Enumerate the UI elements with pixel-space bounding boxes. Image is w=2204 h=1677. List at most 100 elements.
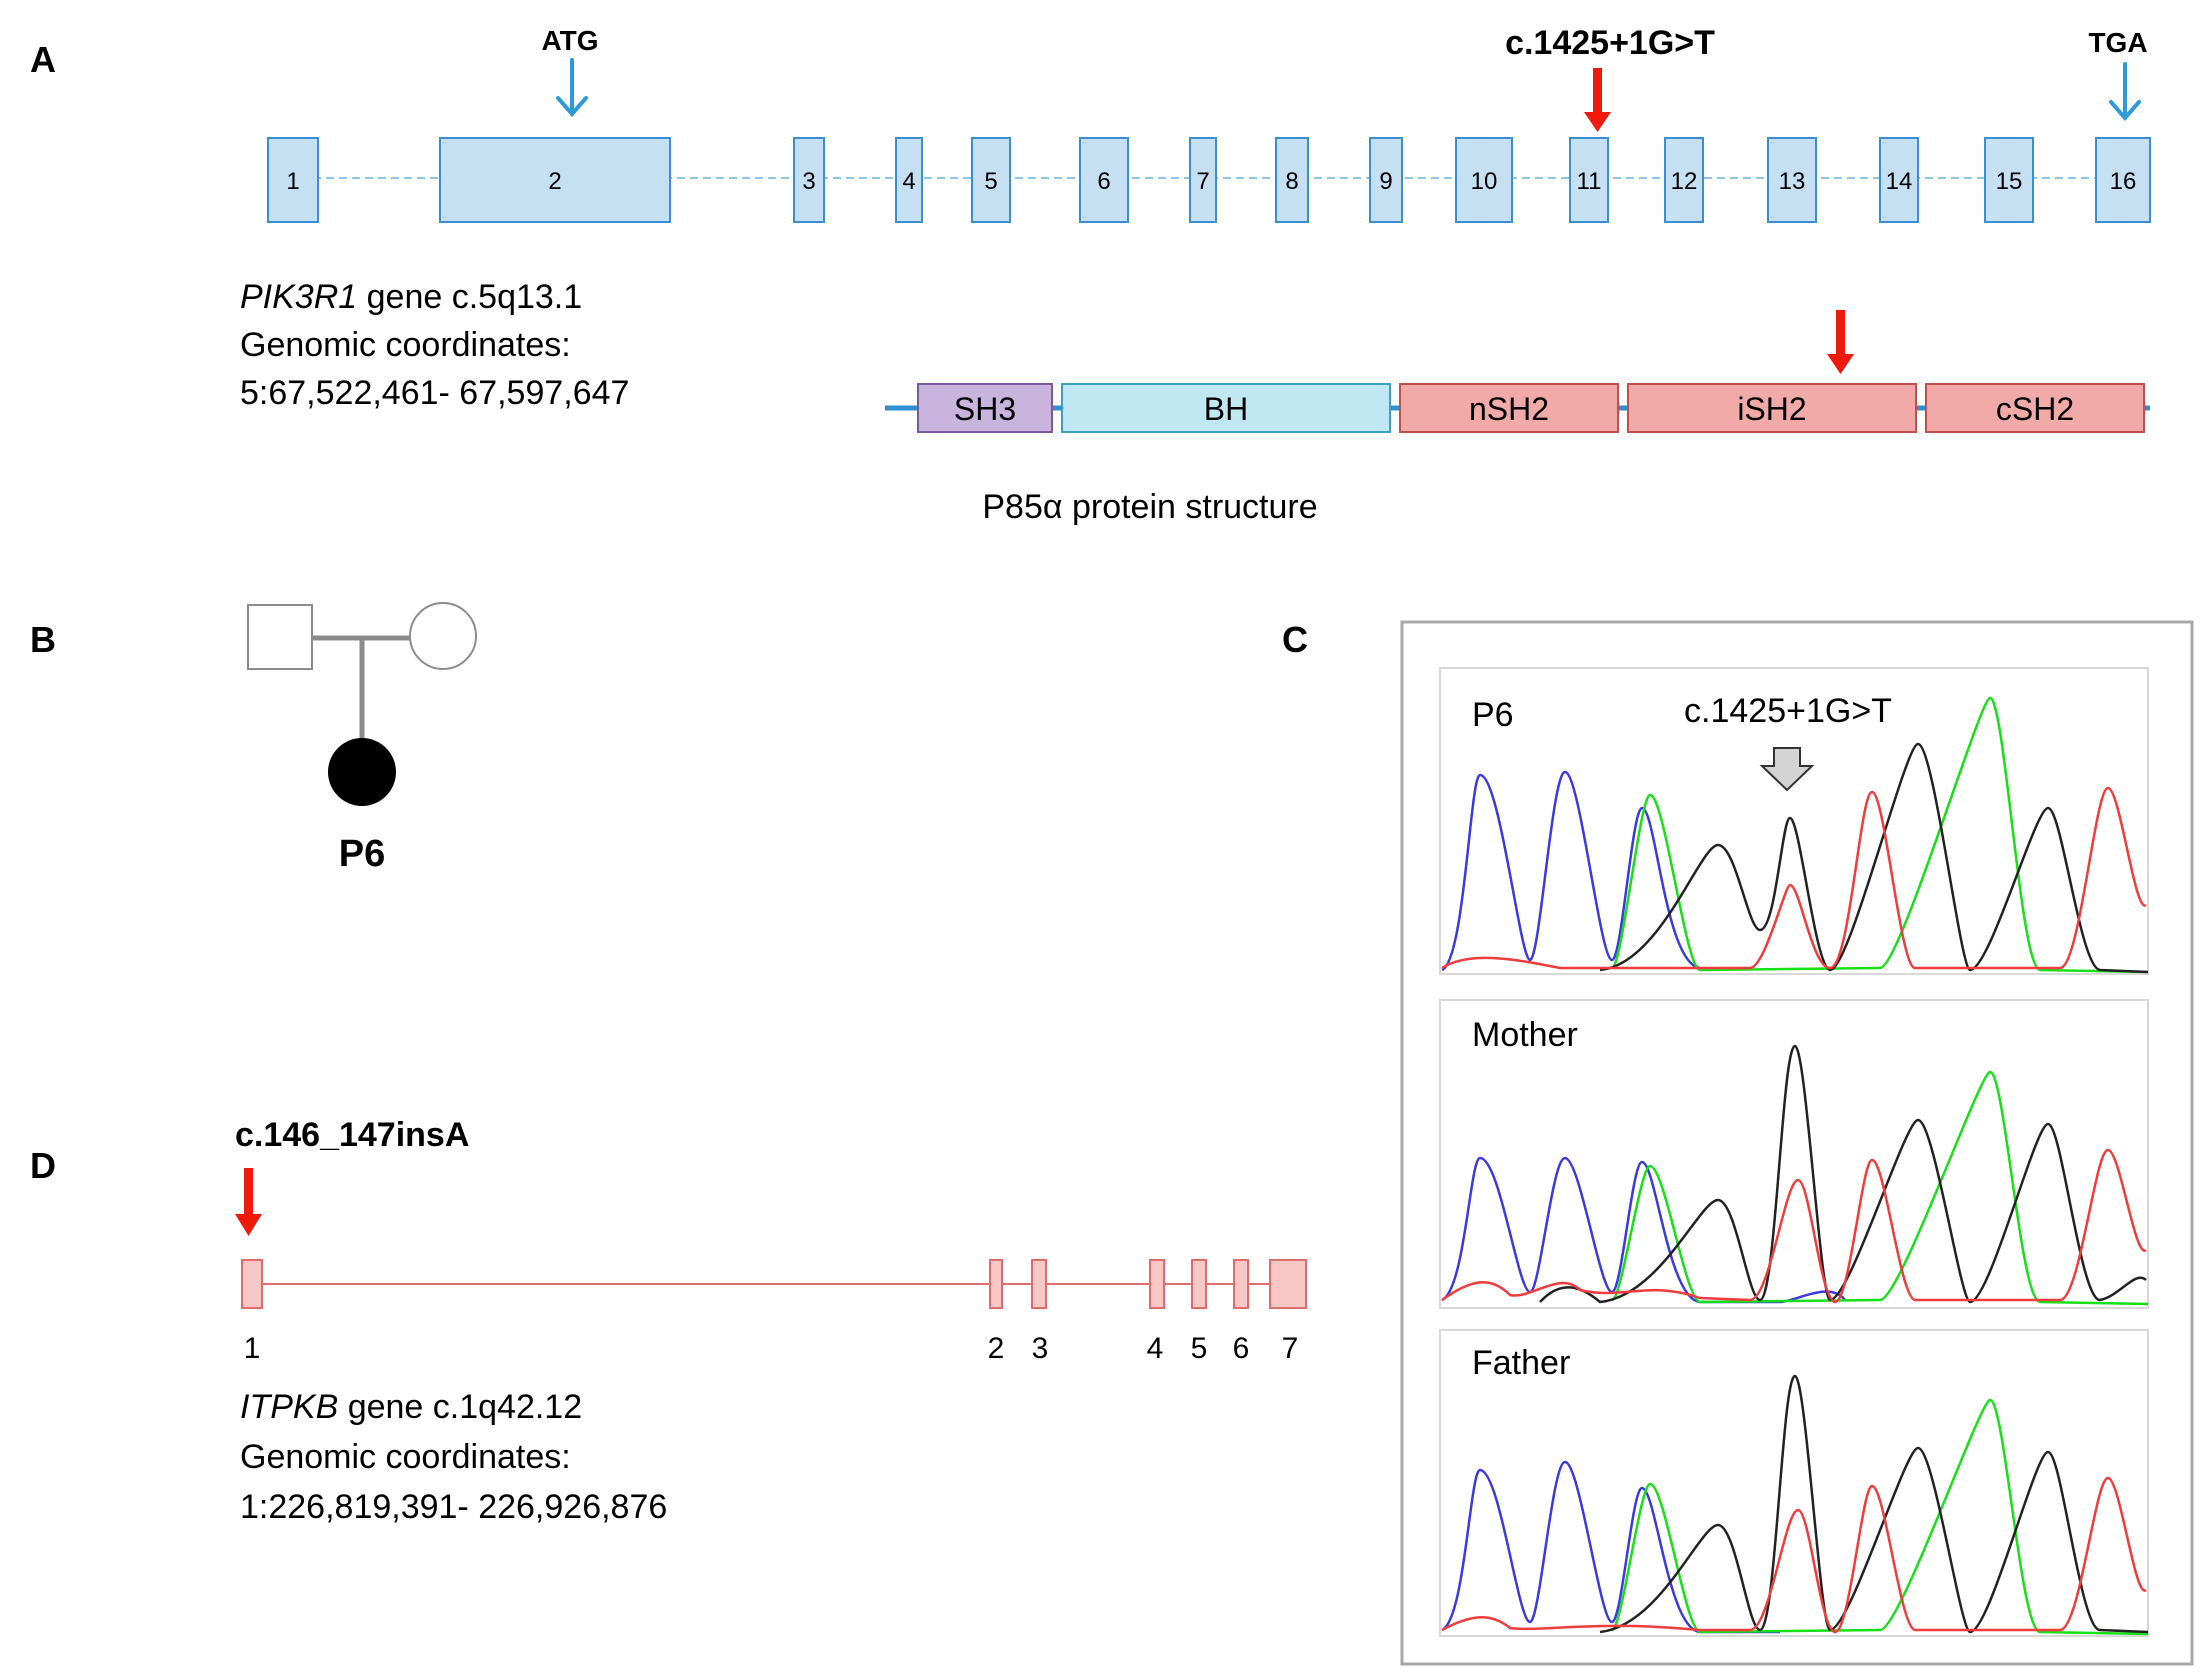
pedigree-proband-circle <box>328 738 396 806</box>
trace-label-p6: P6 <box>1472 696 1514 734</box>
pedigree-mother-circle <box>409 602 477 670</box>
exon-14-label: 14 <box>1886 168 1913 195</box>
trace-curves-p6 <box>1441 696 2149 974</box>
trace-curves-mother <box>1441 1044 2149 1306</box>
itpkb-exon-3-label: 3 <box>1032 1332 1049 1365</box>
pik3r1-mutation-arrow-icon <box>1584 68 1611 132</box>
itpkb-exon-4-box <box>1149 1259 1165 1309</box>
exon-1-box <box>267 137 319 223</box>
trace-box-mother <box>1439 999 2149 1309</box>
trace-panel-mother: Mother <box>1439 999 2149 1309</box>
trace-label-mother: Mother <box>1472 1016 1578 1054</box>
protein-mutation-arrow-icon <box>1827 310 1854 374</box>
trace-curves-father <box>1441 1374 2149 1636</box>
exon-15-box <box>1984 137 2034 223</box>
pik3r1-gene-name: PIK3R1 <box>240 278 357 316</box>
trace-box-p6 <box>1439 667 2149 975</box>
itpkb-exon-2-label: 2 <box>988 1332 1005 1365</box>
itpkb-mutation-label: c.146_147insA <box>235 1116 469 1154</box>
exon-3-box <box>793 137 825 223</box>
domain-nsh2-label: nSH2 <box>1469 391 1549 427</box>
exon-11-label: 11 <box>1577 168 1602 195</box>
itpkb-exon-labels: 1 2 3 4 5 6 7 <box>244 1332 1299 1365</box>
itpkb-exon-1-label: 1 <box>244 1332 261 1365</box>
exon-14-box <box>1879 137 1919 223</box>
itpkb-gene-caption: ITPKB gene c.1q42.12 <box>240 1388 582 1426</box>
exon-3-label: 3 <box>802 168 815 195</box>
itpkb-exons <box>241 1259 1307 1309</box>
domain-csh2-label: cSH2 <box>1996 391 2074 427</box>
trace-label-father: Father <box>1472 1344 1570 1382</box>
protein-caption-prefix: P85 <box>982 488 1043 526</box>
itpkb-exon-5-label: 5 <box>1191 1332 1208 1365</box>
itpkb-exon-1-box <box>241 1259 263 1309</box>
exon-7-box <box>1189 137 1217 223</box>
itpkb-exon-7-box <box>1269 1259 1307 1309</box>
exon-9-label: 9 <box>1379 168 1392 195</box>
exon-13-label: 13 <box>1779 168 1806 195</box>
pik3r1-mutation-label: c.1425+1G>T <box>1505 24 1715 62</box>
exon-4-label: 4 <box>902 168 915 195</box>
protein-domains: SH3 BH nSH2 iSH2 cSH2 <box>917 383 2145 433</box>
exon-8-box <box>1275 137 1309 223</box>
exon-16-label: 16 <box>2110 168 2137 195</box>
exon-16-box <box>2095 137 2151 223</box>
tga-label: TGA <box>2088 27 2147 58</box>
trace-box-father <box>1439 1329 2149 1637</box>
itpkb-gene-name: ITPKB <box>240 1388 338 1426</box>
itpkb-exon-5-box <box>1191 1259 1207 1309</box>
exon-10-box <box>1455 137 1513 223</box>
protein-caption: P85α protein structure <box>982 488 1317 526</box>
exon-12-box <box>1664 137 1704 223</box>
exon-7-label: 7 <box>1196 168 1209 195</box>
exon-10-label: 10 <box>1471 168 1498 195</box>
panel-label-b: B <box>30 619 56 660</box>
trace-mutation-arrow-icon <box>1759 747 1815 792</box>
domain-ish2-label: iSH2 <box>1737 391 1806 427</box>
domain-sh3-box <box>917 383 1053 433</box>
pik3r1-coords-label: Genomic coordinates: <box>240 326 571 364</box>
itpkb-mutation-arrow-icon <box>235 1168 262 1236</box>
exon-11-box <box>1569 137 1609 223</box>
trace-panel-father: Father <box>1439 1329 2149 1637</box>
domain-ish2-box <box>1627 383 1917 433</box>
exon-9-box <box>1369 137 1403 223</box>
pik3r1-coords-value: 5:67,522,461- 67,597,647 <box>240 374 629 412</box>
itpkb-exon-6-box <box>1233 1259 1249 1309</box>
domain-csh2-box <box>1925 383 2145 433</box>
domain-bh-label: BH <box>1204 391 1248 427</box>
exon-2-label: 2 <box>548 168 561 195</box>
pik3r1-exons: 1 2 3 4 5 6 7 8 9 10 11 12 13 14 15 16 <box>267 137 2151 223</box>
exon-15-label: 15 <box>1996 168 2023 195</box>
exon-4-box <box>895 137 923 223</box>
trace-mutation-label: c.1425+1G>T <box>1684 692 1892 730</box>
trace-panel-p6: P6 c.1425+1G>T <box>1439 667 2149 975</box>
exon-1-label: 1 <box>286 168 299 195</box>
exon-13-box <box>1767 137 1817 223</box>
pedigree-proband-label: P6 <box>339 833 385 875</box>
domain-sh3-label: SH3 <box>954 391 1016 427</box>
exon-12-label: 12 <box>1671 168 1698 195</box>
protein-caption-greek: α <box>1043 488 1063 526</box>
protein-caption-suffix: protein structure <box>1063 488 1318 526</box>
pik3r1-gene-suffix: gene c.5q13.1 <box>357 278 582 316</box>
itpkb-exon-4-label: 4 <box>1147 1332 1164 1365</box>
exon-2-box <box>439 137 671 223</box>
panel-label-d: D <box>30 1145 56 1186</box>
atg-label: ATG <box>541 25 598 56</box>
panel-label-c: C <box>1282 619 1308 660</box>
itpkb-exon-2-box <box>989 1259 1003 1309</box>
tga-arrow-icon <box>2109 62 2141 122</box>
itpkb-exon-7-label: 7 <box>1282 1332 1299 1365</box>
domain-bh-box <box>1061 383 1391 433</box>
itpkb-coords-label: Genomic coordinates: <box>240 1438 571 1476</box>
exon-6-label: 6 <box>1097 168 1110 195</box>
pik3r1-gene-caption: PIK3R1 gene c.5q13.1 <box>240 278 582 316</box>
domain-nsh2-box <box>1399 383 1619 433</box>
itpkb-exon-3-box <box>1031 1259 1047 1309</box>
pedigree-father-square <box>247 604 313 670</box>
itpkb-coords-value: 1:226,819,391- 226,926,876 <box>240 1488 667 1526</box>
panel-label-a: A <box>30 39 56 80</box>
exon-5-box <box>971 137 1011 223</box>
